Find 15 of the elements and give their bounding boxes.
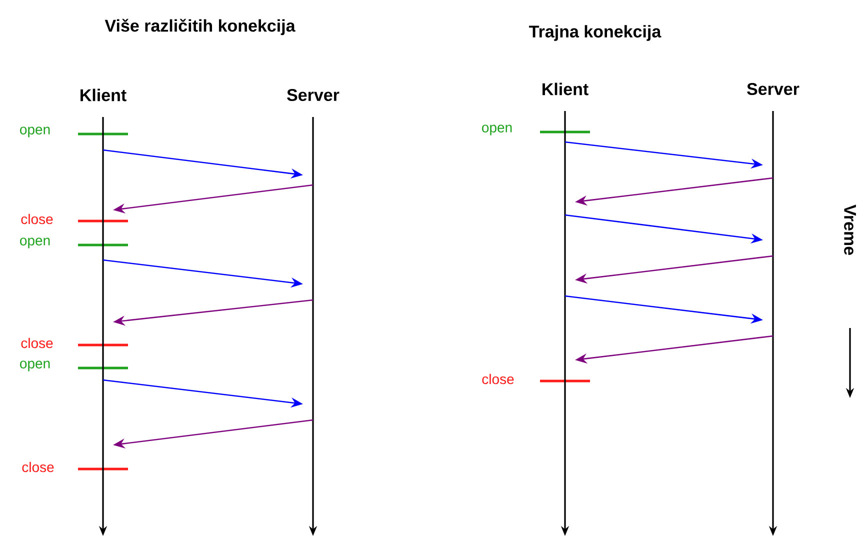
node-label: Server [747,82,800,96]
node-label: Klient [542,82,588,96]
state-label: open [20,238,50,248]
node-label: Server [287,88,340,102]
state-label: close [21,214,53,224]
state-label: open [20,126,50,138]
state-label: close [21,338,53,348]
node-label: Klient [80,88,126,102]
heading: Više različitih konekcija [104,18,296,36]
state-label: open [20,360,50,372]
state-label: open [482,124,512,136]
axis-label: Vreme [844,204,856,255]
heading: Trajna konekcija [529,25,662,41]
state-label: close [482,374,514,384]
state-label: close [22,462,54,472]
